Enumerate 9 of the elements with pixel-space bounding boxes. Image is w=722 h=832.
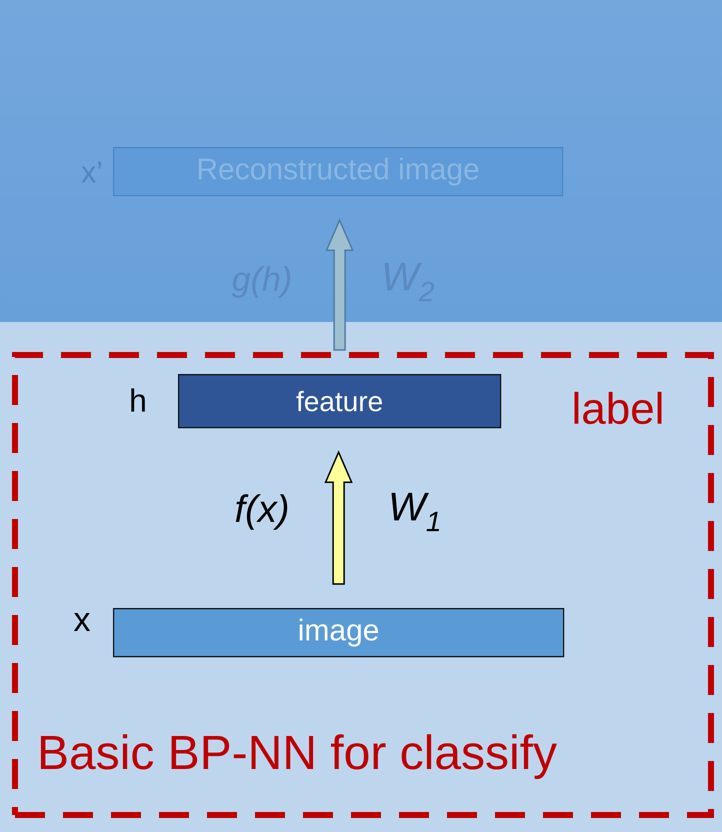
layer-box: feature <box>178 374 502 428</box>
block-arrow <box>325 218 354 351</box>
layer-symbol: h <box>131 388 145 412</box>
weight-label: W$_{1}$ <box>392 492 440 532</box>
layer-box: image <box>113 608 564 658</box>
block-arrow <box>324 450 353 585</box>
layer-symbol: x <box>74 613 90 631</box>
function-label: f(x) <box>236 494 288 530</box>
output-label: label <box>574 392 662 424</box>
